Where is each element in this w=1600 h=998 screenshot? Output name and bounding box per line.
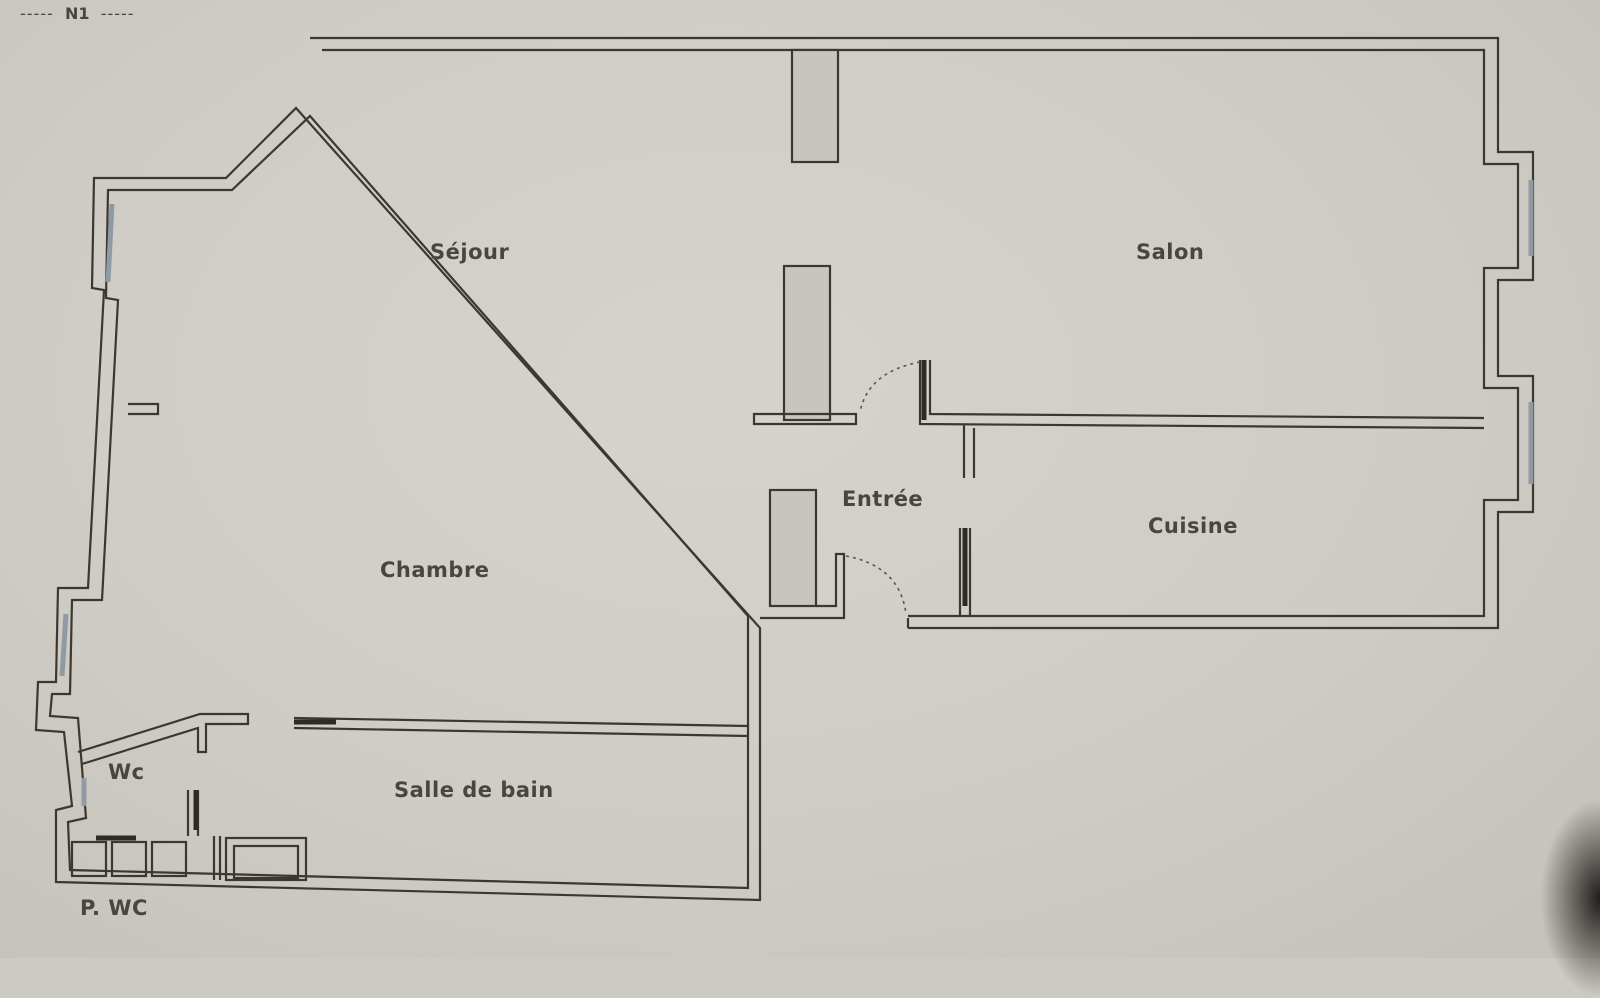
level-tag-dash-right: -----: [100, 4, 135, 23]
window-sejour: [105, 203, 115, 283]
room-label-cuisine: Cuisine: [1148, 514, 1238, 538]
room-label-sejour: Séjour: [430, 240, 510, 264]
room-label-wc: Wc: [108, 760, 145, 784]
door-swing-sejour: [859, 361, 921, 413]
wall-entree-bottom: [760, 528, 972, 628]
wall-stub-left: [128, 402, 160, 416]
wall-wc: [77, 712, 250, 766]
room-label-salle-de-bain: Salle de bain: [394, 778, 554, 802]
duct-top: [790, 48, 840, 164]
window-chambre: [59, 613, 69, 677]
room-label-salon: Salon: [1136, 240, 1205, 264]
level-tag: ----- N1 -----: [20, 4, 135, 23]
bathtub: [224, 836, 308, 882]
bathtub-inner: [232, 844, 300, 880]
door-swing-entree: [845, 555, 907, 615]
room-label-chambre: Chambre: [380, 558, 490, 582]
level-tag-text: N1: [65, 4, 90, 23]
pwc-cabinet-3: [150, 840, 188, 878]
wall-bathroom-top: [293, 716, 749, 738]
duct-entry: [768, 488, 818, 608]
wall-sejour-entree: [752, 412, 858, 426]
room-label-entree: Entrée: [842, 487, 924, 511]
bathroom-wall-left: [212, 836, 222, 880]
duct-middle: [782, 264, 832, 422]
wall-salon-cuisine: [918, 360, 1485, 478]
level-tag-dash-left: -----: [20, 4, 54, 23]
pwc-cabinet-2: [110, 840, 148, 878]
pwc-cabinet-1: [70, 840, 108, 878]
outer-wall-outline: [34, 36, 1535, 902]
outer-wall-inner-line: [48, 48, 1520, 890]
room-label-p-wc: P. WC: [80, 896, 148, 920]
floor-plan: [34, 36, 1535, 902]
